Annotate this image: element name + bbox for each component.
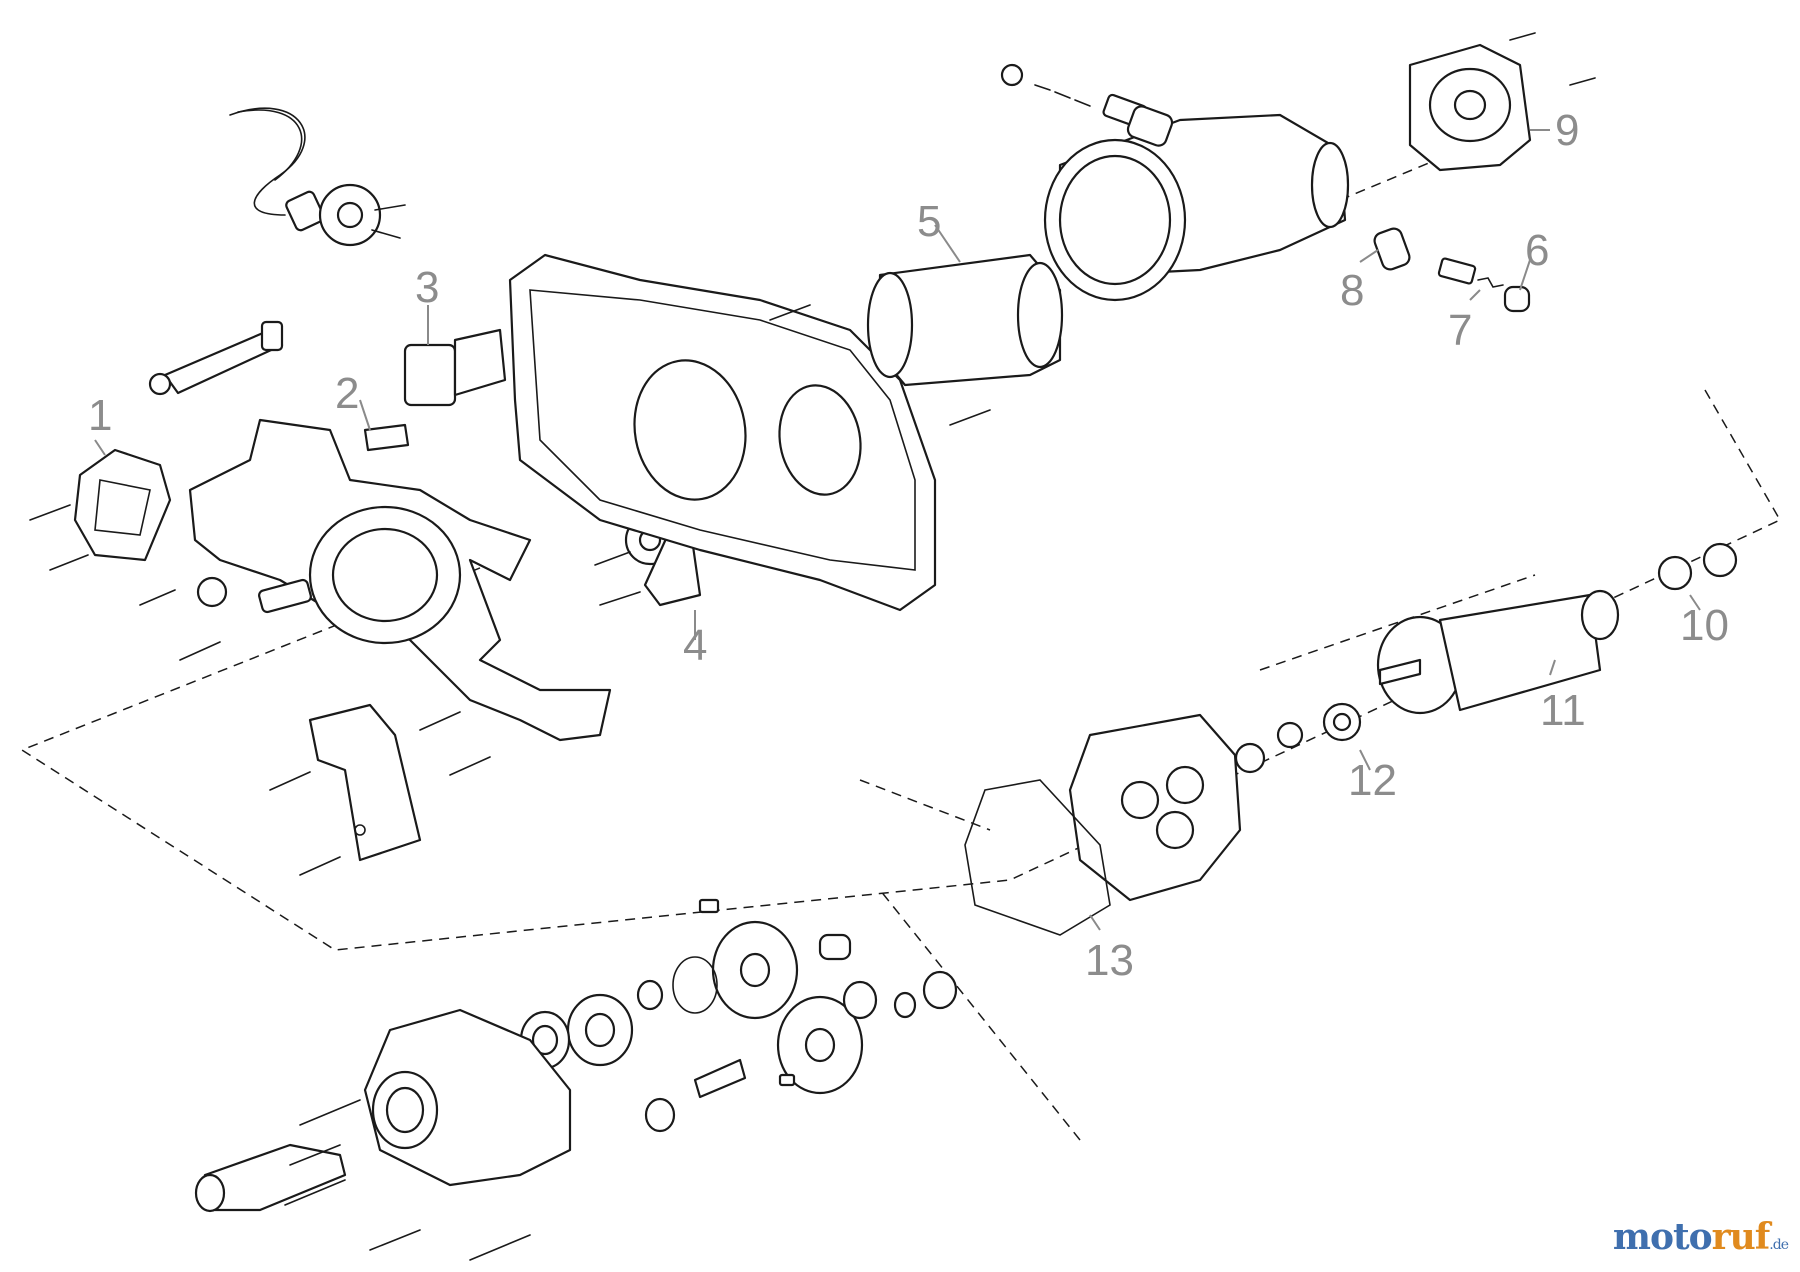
callout-4: 4 (683, 621, 707, 670)
callout-12: 12 (1348, 756, 1397, 805)
assembly-dashed-outline (20, 389, 1782, 951)
motoruf-logo-watermark: motoruf.de (1612, 1216, 1789, 1258)
motor-housing (1043, 113, 1350, 302)
callout-11: 11 (1540, 686, 1586, 735)
callout-6: 6 (1525, 226, 1549, 275)
parts-6-7-8-brushes (1359, 227, 1531, 313)
part-3-switch (403, 305, 507, 407)
front-gearbox (194, 1008, 572, 1213)
callout-3: 3 (415, 263, 439, 312)
screws (29, 32, 1596, 1261)
watermark-suffix: .de (1769, 1237, 1789, 1253)
callout-1: 1 (88, 391, 112, 440)
top-brush-assembly (1000, 63, 1174, 147)
left-housing-half (188, 418, 612, 742)
part-1-switch-cover (73, 439, 172, 562)
callout-7: 7 (1448, 306, 1472, 355)
part-13-gear-housing (964, 713, 1242, 936)
watermark-part1: moto (1612, 1216, 1713, 1258)
axis-dashed-lines (859, 149, 1536, 1141)
callout-13: 13 (1085, 936, 1134, 985)
callout-2: 2 (335, 369, 359, 418)
part-5-stator (866, 224, 1064, 387)
callout-10: 10 (1680, 601, 1729, 650)
power-cord (229, 107, 406, 247)
part-2-bracket (359, 399, 410, 452)
handle-cover (308, 703, 422, 862)
callout-9: 9 (1555, 106, 1579, 155)
rod-part (148, 320, 284, 396)
callout-8: 8 (1340, 266, 1364, 315)
gear-train (519, 898, 958, 1133)
watermark-part2: ruf (1711, 1216, 1771, 1258)
callout-5: 5 (917, 197, 941, 246)
part-11-armature (1234, 542, 1738, 774)
right-housing-half (508, 253, 937, 612)
part-9-end-cap (1408, 43, 1550, 172)
